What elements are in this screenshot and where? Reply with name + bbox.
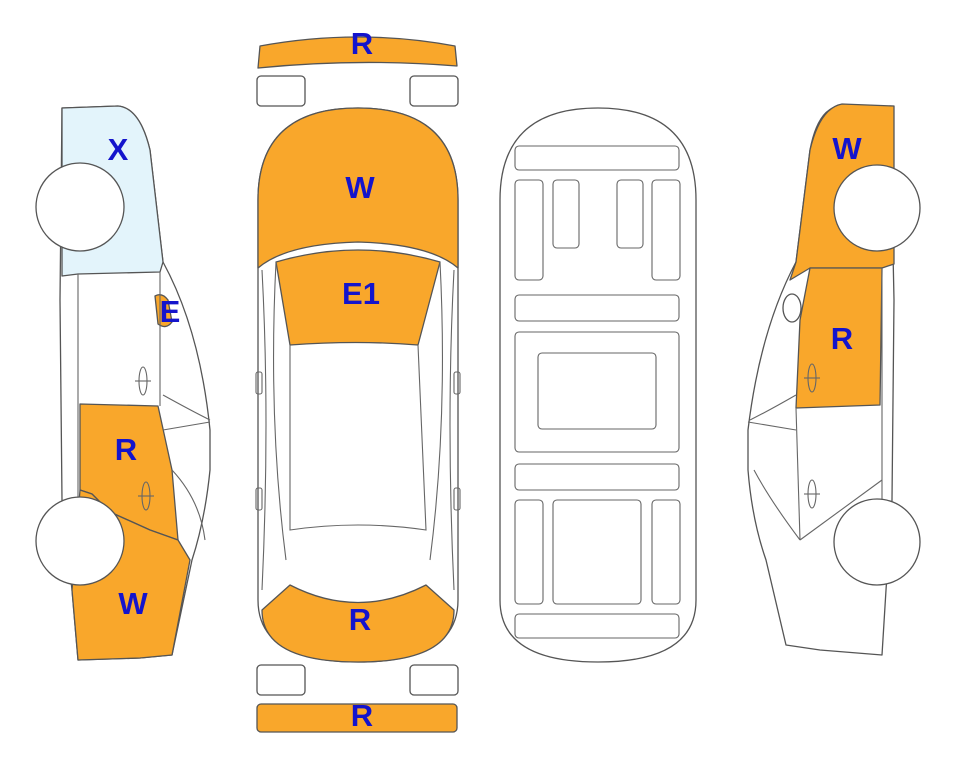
top-rear-right-lamp <box>409 75 459 107</box>
top-view: R W E1 R R <box>255 26 461 733</box>
top-rear-bumper-code: R <box>351 26 373 61</box>
top-rear-bumper[interactable] <box>257 36 458 69</box>
right-rear-quarter-code: W <box>832 131 862 166</box>
top-hood[interactable] <box>261 584 455 663</box>
left-side-view: X E R W <box>35 105 211 661</box>
underbody-view <box>499 107 697 663</box>
left-rear-quarter-code: X <box>108 132 129 167</box>
right-front-wheel <box>833 498 921 586</box>
top-front-bumper[interactable] <box>256 703 458 733</box>
left-front-wheel <box>35 496 125 586</box>
top-front-left-lamp <box>256 664 306 696</box>
top-front-right-lamp <box>409 664 459 696</box>
top-trunk-lid-code: W <box>345 170 375 205</box>
left-rear-wheel <box>35 162 125 252</box>
top-hood-code: R <box>349 602 371 637</box>
top-rear-glass[interactable] <box>275 249 441 346</box>
right-rear-door-panel[interactable] <box>795 267 883 409</box>
top-rear-glass-code: E1 <box>342 276 380 311</box>
top-rear-left-lamp <box>256 75 306 107</box>
left-front-door-code: R <box>115 432 137 467</box>
top-trunk-lid[interactable] <box>257 107 459 269</box>
right-rear-wheel <box>833 164 921 252</box>
left-rear-door-strip-code: E <box>160 294 181 329</box>
right-rear-door-code: R <box>831 321 853 356</box>
right-side-view: W R <box>747 103 921 656</box>
top-front-bumper-code: R <box>351 698 373 733</box>
left-front-fender-code: W <box>118 586 148 621</box>
